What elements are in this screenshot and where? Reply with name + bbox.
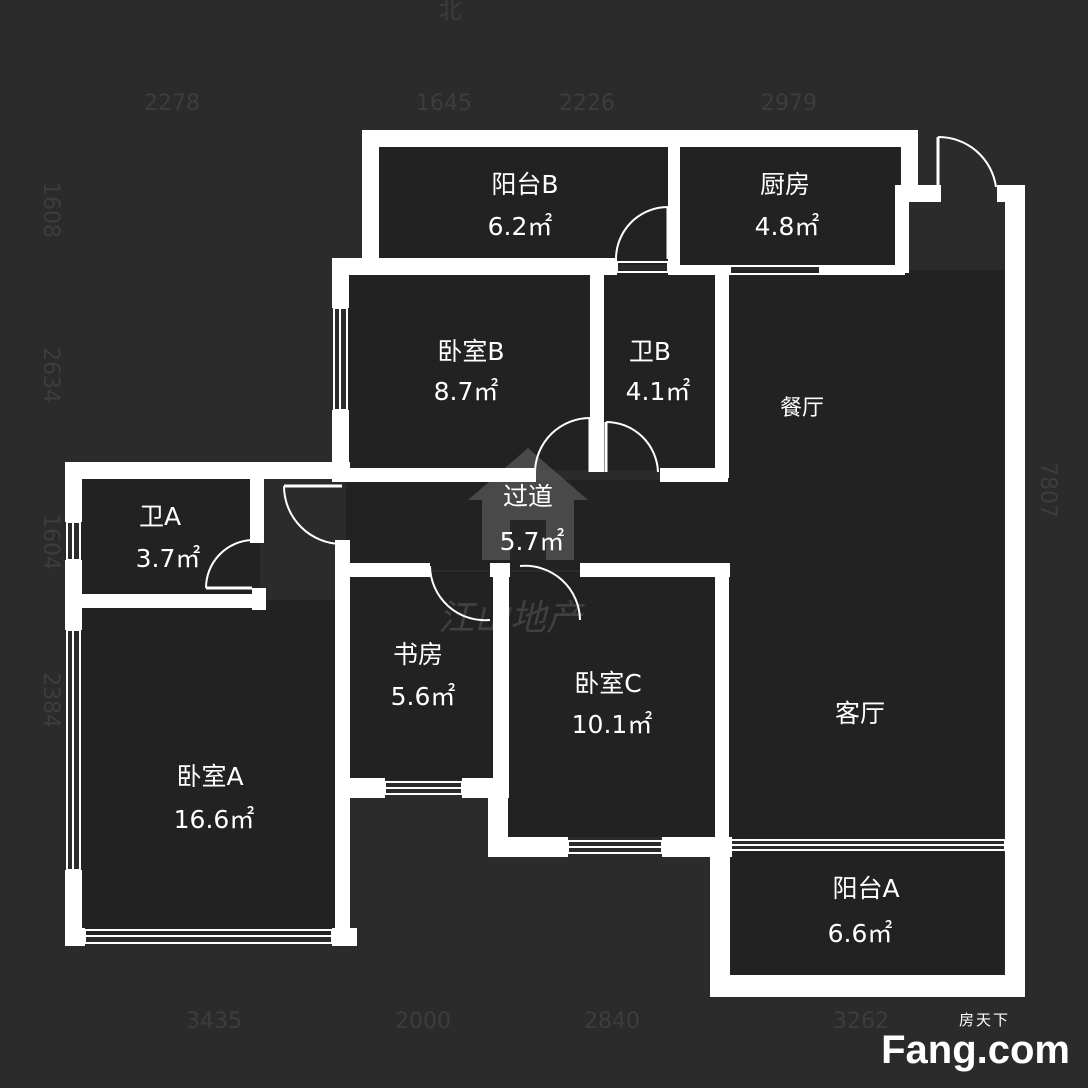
room-name-bedroom-b: 卧室B [437, 337, 504, 366]
dim-left-1: 1608 [38, 182, 63, 238]
room-name-bath-a: 卫A [139, 502, 181, 531]
wall [668, 265, 730, 275]
dim-right-1: 7807 [1035, 462, 1060, 518]
dim-left-4: 2384 [38, 672, 63, 728]
doors [204, 135, 997, 622]
wall [901, 130, 918, 187]
wall [332, 258, 349, 308]
wall [80, 594, 264, 608]
wall [668, 147, 680, 265]
watermark-text: 江山地产 [438, 598, 585, 639]
room-fills [80, 145, 1004, 975]
dim-bottom-1: 3435 [186, 1009, 242, 1034]
wall [332, 258, 617, 275]
window [616, 261, 669, 273]
room-name-dining: 餐厅 [780, 396, 824, 421]
wall [350, 563, 430, 577]
wall [710, 975, 1025, 997]
wall [493, 570, 509, 785]
wall [488, 837, 568, 857]
dim-left-3: 1604 [38, 514, 63, 570]
wall [820, 265, 905, 275]
door-arc [605, 421, 659, 473]
room-area-bedroom-a: 16.6㎡ [174, 805, 255, 834]
door-arc [283, 485, 343, 545]
wall [65, 870, 82, 945]
wall [895, 185, 909, 273]
dim-top-3: 2226 [559, 91, 615, 116]
wall [901, 185, 941, 202]
walls [65, 130, 1025, 997]
wall [362, 130, 379, 270]
door-arc [519, 564, 581, 621]
dim-bottom-4: 3262 [833, 1009, 889, 1034]
dim-bottom-3: 2840 [584, 1009, 640, 1034]
room-area-bedroom-c: 10.1㎡ [572, 710, 653, 739]
dimension-labels: 2278 1645 2226 2979 3435 2000 2840 3262 … [38, 91, 1060, 1034]
room-area-hallway: 5.7㎡ [500, 527, 565, 556]
room-name-study: 书房 [393, 640, 443, 669]
room-name-bedroom-a: 卧室A [176, 762, 243, 791]
window [729, 265, 821, 275]
wall [590, 270, 604, 472]
brand-main-text: Fang.com [881, 1028, 1070, 1072]
door-arc [615, 206, 669, 260]
wall [332, 928, 357, 946]
brand-logo: 房天下 Fang.com [881, 1009, 1070, 1070]
room-area-balcony-b: 6.2㎡ [488, 212, 553, 241]
room-area-bedroom-b: 8.7㎡ [434, 377, 499, 406]
door-arc [429, 565, 491, 622]
wall [580, 563, 730, 577]
dim-top-2: 1645 [416, 91, 472, 116]
room-name-bedroom-c: 卧室C [574, 669, 641, 698]
wall [250, 478, 264, 543]
room-name-kitchen: 厨房 [760, 170, 810, 199]
room-area-balcony-a: 6.6㎡ [828, 919, 893, 948]
room-name-hallway: 过道 [503, 482, 553, 511]
dim-top-4: 2979 [761, 91, 817, 116]
room-name-balcony-a: 阳台A [832, 874, 899, 903]
wall [1005, 185, 1025, 997]
room-area-bath-b: 4.1㎡ [626, 377, 691, 406]
dim-left-2: 2634 [38, 347, 63, 403]
room-area-study: 5.6㎡ [391, 682, 456, 711]
wall [346, 468, 536, 482]
wall [710, 845, 730, 995]
wall [362, 130, 918, 147]
room-area-bath-a: 3.7㎡ [136, 544, 201, 573]
wall [715, 570, 729, 855]
door-arc [937, 135, 997, 188]
door-arc [534, 417, 591, 473]
room-labels: 阳台B 6.2㎡ 厨房 4.8㎡ 卧室B 8.7㎡ 卫B 4.1㎡ 餐厅 过道 … [136, 170, 900, 948]
wall [715, 270, 729, 478]
room-name-balcony-b: 阳台B [491, 170, 558, 199]
brand-top-text: 房天下 [958, 1012, 1010, 1029]
wall [252, 588, 266, 610]
door-arc [204, 539, 253, 589]
wall [660, 468, 728, 482]
north-label: 北 [438, 0, 462, 24]
wall [65, 462, 350, 479]
wall [65, 928, 85, 946]
room-name-bath-b: 卫B [629, 337, 671, 366]
wall [65, 560, 82, 630]
dim-top-1: 2278 [144, 91, 200, 116]
room-name-living: 客厅 [835, 699, 885, 728]
wall [65, 462, 82, 522]
wall [350, 778, 385, 798]
dim-bottom-2: 2000 [395, 1009, 451, 1034]
windows [66, 261, 1006, 944]
wall [335, 540, 350, 945]
room-area-kitchen: 4.8㎡ [755, 212, 820, 241]
